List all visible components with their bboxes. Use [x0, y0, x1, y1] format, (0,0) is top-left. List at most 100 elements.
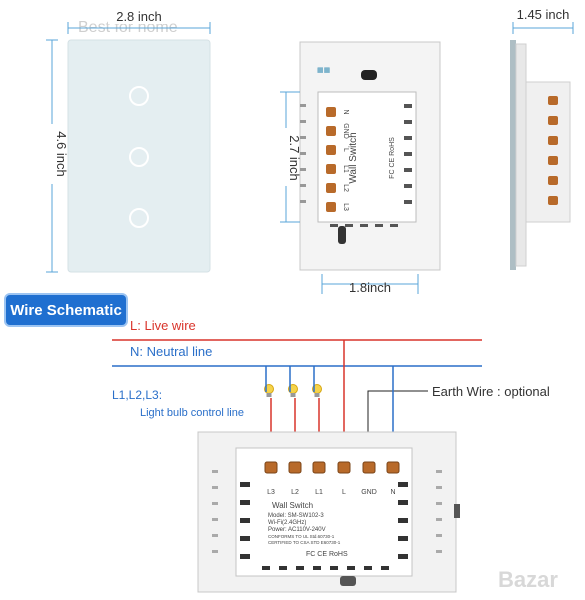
back-module-marks: FC CE RoHS [389, 137, 396, 179]
bulb-control-label: Light bulb control line [140, 407, 244, 419]
back-slot [361, 70, 377, 80]
vent-slot [300, 168, 306, 171]
width-dimension-label: 2.8 inch [116, 9, 162, 24]
side-glass [510, 40, 516, 270]
vent-slot [262, 566, 270, 570]
vent-slot [212, 502, 218, 505]
side-terminals [548, 96, 558, 205]
back-terminal-screw [326, 145, 336, 155]
vent-slot [240, 518, 250, 523]
bulb-base [290, 393, 296, 397]
vent-slot [240, 536, 250, 541]
back-module-title: Wall Switch [348, 132, 359, 183]
device-certified: CERTIFIED TO CSA STD E60730-1 [268, 540, 341, 545]
vent-slot [300, 200, 306, 203]
vent-slot [212, 518, 218, 521]
device-terminal-screw [362, 461, 376, 474]
vent-slot [240, 482, 250, 487]
vent-slot [347, 566, 355, 570]
vent-slot [404, 152, 412, 156]
vent-slot [360, 224, 368, 227]
device-side-tab [454, 504, 460, 518]
touch-button-2-icon [129, 147, 149, 167]
qr-mark: ▦▦ [317, 67, 330, 74]
touch-button-1-icon [129, 86, 149, 106]
back-width-dimension-label: 1.8inch [349, 280, 391, 295]
vent-slot [398, 536, 408, 541]
device-terminal-label: L1 [315, 489, 323, 496]
vent-slot [404, 184, 412, 188]
device-marks: FC CE RoHS [306, 551, 348, 558]
vent-slot [436, 470, 442, 473]
vent-slot [404, 104, 412, 108]
device-clip [340, 576, 356, 586]
back-height-dimension-label: 2.7 inch [287, 135, 302, 181]
vent-slot [436, 518, 442, 521]
side-terminal-screw [548, 96, 558, 105]
wire-schematic-badge: Wire Schematic [4, 293, 128, 327]
side-panel-view: 1.45 inch [510, 7, 574, 270]
vent-slot [279, 566, 287, 570]
back-pin-label: L1 [342, 165, 349, 173]
vent-slot [375, 224, 383, 227]
back-pin-label: L [342, 148, 349, 152]
vent-slot [240, 500, 250, 505]
vent-slot [436, 502, 442, 505]
back-terminals [326, 107, 336, 212]
side-terminal-screw [548, 156, 558, 165]
vent-slot [381, 566, 389, 570]
device-terminal-screw [337, 461, 351, 474]
back-terminal-screw [326, 107, 336, 117]
back-clip [338, 226, 346, 244]
dim-label-bg [44, 124, 60, 184]
device-terminal-screw [288, 461, 302, 474]
vent-slot [212, 486, 218, 489]
device-wifi: Wi-Fi(2.4GHz) [268, 520, 306, 526]
vent-slot [296, 566, 304, 570]
live-wire-label: L: Live wire [130, 318, 196, 333]
back-pin-label: GND [342, 123, 349, 139]
device-terminal-label: GND [361, 489, 377, 496]
vent-slot [300, 136, 306, 139]
vent-slot [300, 104, 306, 107]
device-terminal-label: L3 [267, 489, 275, 496]
device-conform: CONFORMS TO UL Std.60730-1 [268, 534, 335, 539]
vent-slot [398, 518, 408, 523]
vent-slot [404, 120, 412, 124]
brand-watermark: Bazar [498, 567, 558, 592]
vent-slot [212, 550, 218, 553]
vent-slot [404, 136, 412, 140]
device-terminal-screw [312, 461, 326, 474]
device-terminal-label: L2 [291, 489, 299, 496]
vent-slot [300, 184, 306, 187]
device-vents [212, 470, 442, 570]
bulb-control-prefix: L1,L2,L3: [112, 388, 162, 402]
back-terminal-screw [326, 183, 336, 193]
vent-slot [313, 566, 321, 570]
height-dimension-label: 4.6 inch [54, 131, 69, 177]
dim-label-bg [276, 128, 294, 186]
device-terminal-screw [386, 461, 400, 474]
vent-slot [330, 224, 338, 227]
device-terminals [264, 461, 400, 474]
vent-slot [398, 500, 408, 505]
device-terminal-label: N [390, 489, 395, 496]
side-terminal-screw [548, 136, 558, 145]
vent-slot [345, 224, 353, 227]
side-frame [515, 43, 527, 267]
touch-button-3-icon [129, 208, 149, 228]
vent-slot [300, 152, 306, 155]
light-bulbs [264, 384, 322, 397]
back-terminal-screw [326, 202, 336, 212]
side-terminal-screw [548, 116, 558, 125]
device-terminal-screw [264, 461, 278, 474]
front-panel-view: Best for home 2.8 inch 4.6 inch [44, 8, 211, 273]
vent-slot [436, 486, 442, 489]
bulb-base [266, 393, 272, 397]
vent-slot [240, 554, 250, 559]
device-title: Wall Switch [272, 501, 313, 510]
neutral-wire-label: N: Neutral line [130, 344, 212, 359]
